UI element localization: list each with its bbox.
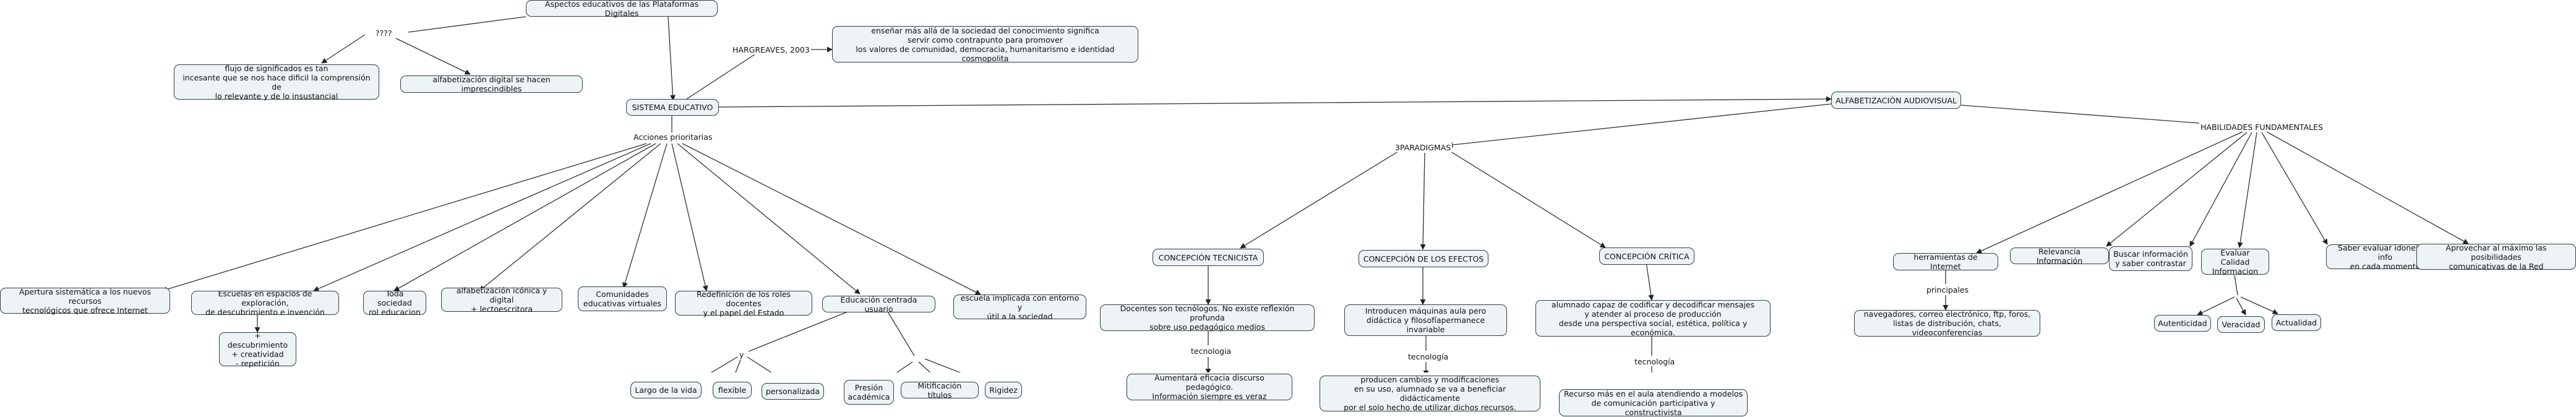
edge	[735, 359, 741, 372]
node-concepcion-efectos[interactable]: CONCEPCIÓN DE LOS EFECTOS	[1359, 250, 1488, 267]
edge	[887, 311, 915, 356]
edge	[2197, 296, 2235, 316]
edge	[918, 361, 931, 372]
node-largo-vida[interactable]: Largo de la vida	[630, 382, 702, 398]
edge	[718, 96, 1832, 108]
edge	[1645, 257, 1654, 301]
node-comunidades[interactable]: Comunidades educativas virtuales	[578, 286, 667, 311]
edge	[1240, 151, 1399, 249]
edge	[924, 358, 961, 372]
edge	[2189, 132, 2252, 247]
node-personalizada[interactable]: personalizada	[762, 383, 824, 400]
node-aspectos[interactable]: Aspectos educativos de las Plataformas D…	[526, 0, 718, 18]
node-navegadores[interactable]: navegadores, correo electrónico, ftp, fo…	[1854, 309, 2040, 337]
label-tecnologia-2: tecnología	[1407, 352, 1450, 361]
edge	[393, 143, 656, 291]
edge	[2261, 132, 2328, 245]
node-redefinicion[interactable]: Redefinición de los roles docentes y el …	[675, 290, 812, 317]
edge	[748, 311, 848, 352]
label-principales: principales	[1925, 285, 1970, 294]
edge	[321, 34, 366, 64]
edge	[2234, 275, 2238, 296]
node-herramientas[interactable]: herramientas de Internet	[1893, 252, 1998, 271]
node-alfabetizacion-digital[interactable]: alfabetización digital se hacen impresci…	[400, 75, 583, 93]
node-autenticidad[interactable]: Autenticidad	[2154, 315, 2211, 332]
edge	[710, 356, 738, 372]
node-alumnado[interactable]: alumnado capaz de codificar y decodifica…	[1535, 300, 1771, 337]
node-alfabetizacion-audiovisual[interactable]: ALFABETIZACIÓN AUDIOVISUAL	[1831, 92, 1961, 109]
connector-lines	[161, 16, 2469, 372]
node-escuelas[interactable]: Escuelas en espacios de exploración, de …	[191, 289, 339, 317]
edge	[395, 38, 471, 75]
label-3paradigmas: 3PARADIGMAS	[1394, 143, 1453, 152]
node-flujo[interactable]: flujo de significados es tan incesante q…	[174, 64, 379, 101]
label-tecnologia-1: tecnologia	[1190, 346, 1233, 356]
node-mitificacion[interactable]: Mitificación títulos	[901, 381, 979, 400]
edge	[479, 143, 661, 291]
node-recurso[interactable]: Recurso más en el aula atendiendo a mode…	[1559, 389, 1748, 417]
label-acciones-prioritarias: Acciones prioritarias	[632, 132, 714, 142]
node-flexible[interactable]: flexible	[713, 382, 752, 398]
node-toda-sociedad[interactable]: Toda sociedad rol educacion	[363, 289, 426, 317]
edge	[671, 143, 708, 291]
node-concepcion-tecnicista[interactable]: CONCEPCIÓN TECNICISTA	[1153, 249, 1264, 266]
node-introducen[interactable]: Introducen máquinas aula pero didáctica …	[1344, 304, 1507, 336]
edge	[313, 143, 651, 291]
node-veracidad[interactable]: Veracidad	[2217, 316, 2265, 333]
label-y: y	[738, 350, 745, 359]
node-aprovechar[interactable]: Aprovechar al máximo las posibilidades c…	[2416, 243, 2576, 271]
label-habilidades: HABILIDADES FUNDAMENTALES	[2199, 123, 2324, 132]
edge	[161, 143, 647, 292]
node-docentes[interactable]: Docentes son tecnólogos. No existe refle…	[1100, 304, 1315, 332]
node-ensenar[interactable]: enseñar más allá de la sociedad del cono…	[832, 26, 1138, 63]
node-evaluar[interactable]: Evaluar Calidad Informacion	[2201, 248, 2269, 276]
node-relevancia[interactable]: Relevancia Información	[2010, 247, 2109, 265]
edge	[2106, 132, 2248, 247]
node-sistema-educativo[interactable]: SISTEMA EDUCATIVO	[626, 99, 719, 116]
node-descubrimiento[interactable]: + descubrimiento + creatividad - repetic…	[219, 331, 296, 368]
edge	[747, 356, 772, 372]
node-concepcion-critica[interactable]: CONCEPCIÓN CRÍTICA	[1599, 247, 1694, 265]
edge	[686, 54, 755, 100]
edge	[1960, 105, 2200, 124]
node-alfabetizacion-iconica[interactable]: alfabetización icónica y digital + lecto…	[441, 286, 562, 314]
node-apertura[interactable]: Apertura sistemática a los nuevos recurs…	[0, 287, 170, 315]
edge	[1976, 131, 2243, 254]
edge	[2266, 131, 2469, 244]
edge	[622, 143, 668, 288]
node-buscar[interactable]: Buscar información y saber contrastar	[2109, 246, 2192, 271]
node-rigidez[interactable]: Rigidez	[985, 382, 1022, 398]
edge	[408, 16, 526, 33]
node-escuela-implicada[interactable]: escuela implicada con entorno y útil a l…	[953, 293, 1086, 321]
edge	[1450, 151, 1606, 248]
node-actualidad[interactable]: Actualidad	[2272, 314, 2321, 331]
edge	[668, 16, 676, 101]
label-hargreaves: HARGREAVES, 2003	[731, 45, 811, 54]
edge	[2236, 298, 2246, 316]
edge	[677, 143, 861, 294]
edge	[682, 143, 981, 295]
edge	[1420, 152, 1426, 250]
edge	[1447, 103, 1832, 148]
edge	[896, 361, 913, 372]
node-producen[interactable]: producen cambios y modificaciones en su …	[1320, 375, 1540, 412]
node-educacion-centrada[interactable]: Educación centrada usuario	[822, 295, 935, 314]
edge	[2240, 296, 2278, 314]
node-presion[interactable]: Presión académica	[844, 380, 894, 405]
edge	[2237, 132, 2257, 248]
label-tecnologia-3: tecnología	[1633, 357, 1677, 366]
node-aumentara[interactable]: Aumentará eficacia discurso pedagógico. …	[1127, 373, 1292, 401]
label-unknown: ????	[374, 28, 393, 38]
